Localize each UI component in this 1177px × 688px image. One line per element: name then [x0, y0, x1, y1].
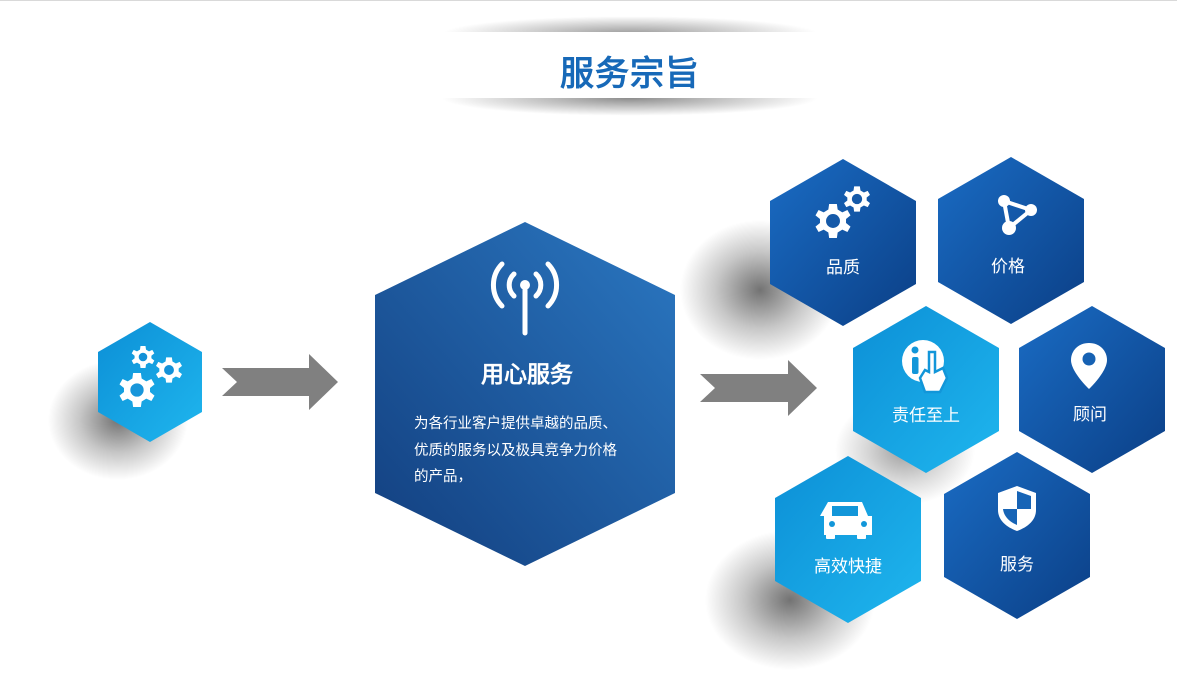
map-pin-icon — [1071, 343, 1107, 389]
top-divider — [0, 0, 1177, 1]
center-body-line-2: 优质的服务以及极具竞争力价格 — [414, 441, 617, 459]
shield-icon — [998, 486, 1036, 531]
feature-label: 品质 — [826, 258, 860, 278]
gears-icon — [119, 346, 182, 408]
car-icon — [820, 502, 872, 539]
title-banner: 服务宗旨 — [440, 8, 820, 118]
center-body-line-3: 的产品， — [414, 468, 472, 485]
share-nodes-icon — [998, 195, 1037, 235]
feature-efficiency: 高效快捷 — [775, 456, 921, 623]
feature-label: 价格 — [991, 257, 1025, 277]
gears-icon — [815, 186, 870, 239]
title-shadow-top — [440, 16, 820, 34]
title-shadow-bottom — [440, 98, 820, 116]
info-hand-icon — [902, 340, 949, 394]
feature-responsibility: 责任至上 — [853, 306, 999, 473]
title-band — [440, 32, 820, 100]
feature-label: 责任至上 — [892, 406, 960, 426]
source-node — [98, 322, 202, 442]
flow-arrow-1 — [222, 354, 338, 410]
flow-arrow-2 — [700, 360, 817, 416]
feature-price: 价格 — [938, 157, 1084, 324]
signal-antenna-icon — [490, 261, 560, 336]
feature-label: 高效快捷 — [814, 557, 882, 577]
feature-label: 服务 — [1000, 555, 1034, 575]
feature-consultant: 顾问 — [1019, 306, 1165, 473]
center-heading: 用心服务 — [481, 362, 574, 388]
center-body-line-1: 为各行业客户提供卓越的品质、 — [414, 415, 617, 432]
page-title: 服务宗旨 — [560, 54, 700, 94]
feature-service: 服务 — [944, 452, 1090, 619]
center-node: 用心服务 为各行业客户提供卓越的品质、 优质的服务以及极具竞争力价格 的产品， — [375, 222, 675, 566]
feature-quality: 品质 — [770, 159, 916, 326]
feature-label: 顾问 — [1073, 405, 1107, 425]
